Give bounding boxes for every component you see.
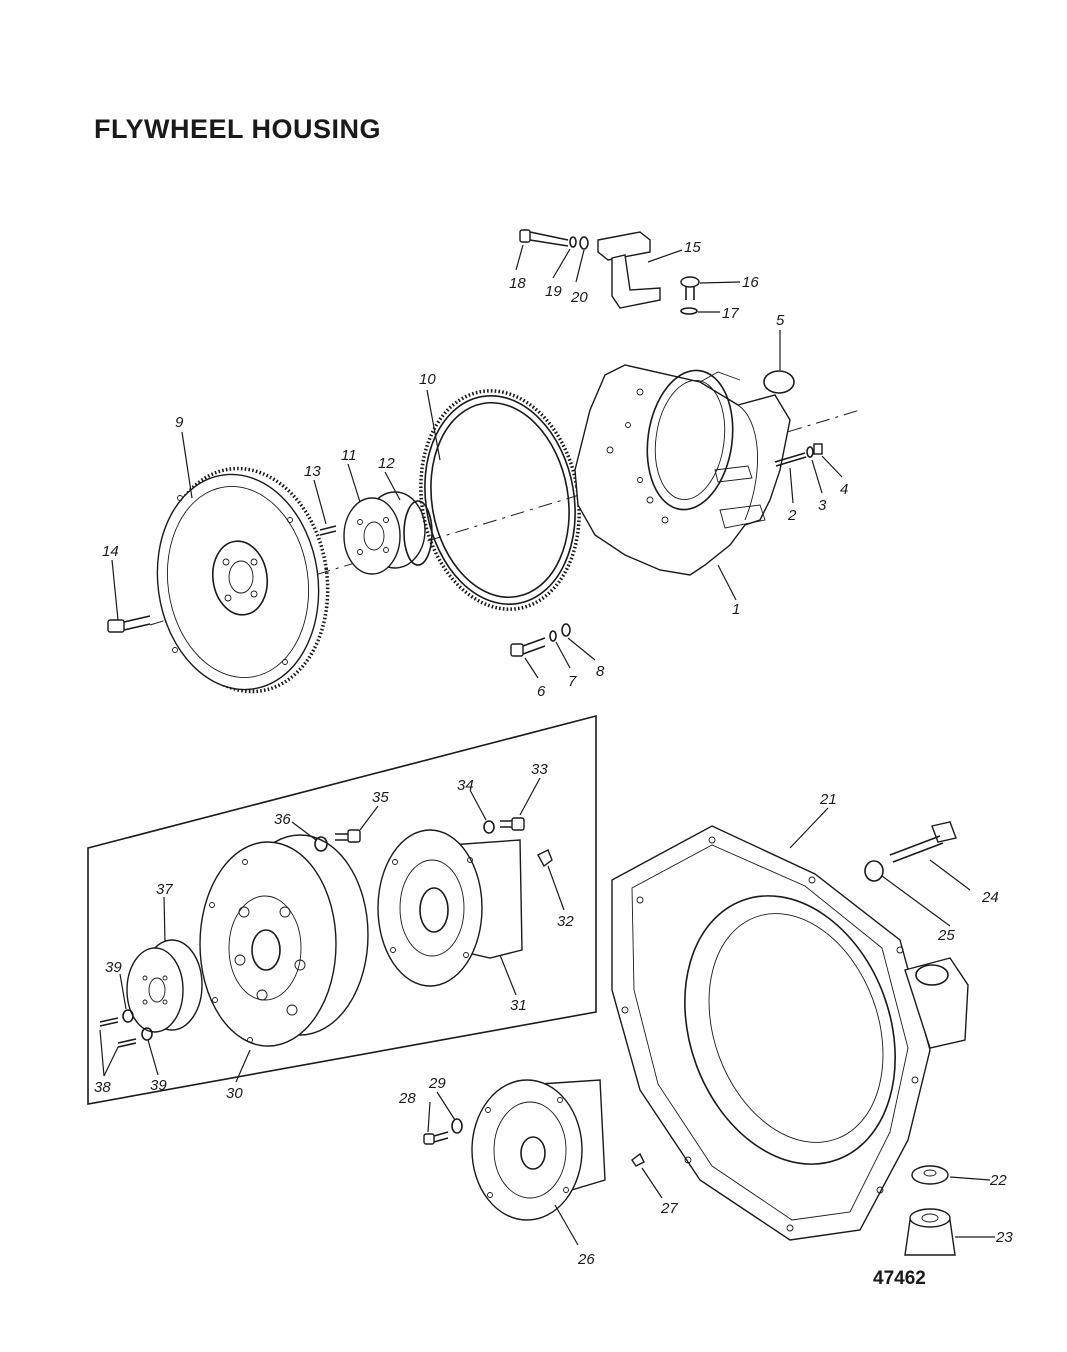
figure-number: 47462	[873, 1268, 926, 1289]
bolt-18	[519, 229, 569, 247]
washer-29	[451, 1118, 463, 1134]
callout-15: 15	[684, 239, 701, 256]
washer-25	[864, 860, 884, 882]
washer-36	[314, 836, 328, 852]
flywheel-housing-1	[574, 364, 791, 576]
callout-8: 8	[596, 663, 605, 680]
engine-mount-23	[904, 1208, 956, 1256]
callout-labels: 1 2 3 4 5 6 7 8 9 10 11 12 13 14 15 16 1…	[94, 239, 1013, 1268]
bolt-35	[335, 829, 361, 843]
callout-19: 19	[545, 283, 562, 300]
callout-24: 24	[981, 889, 999, 906]
callout-39-lower: 39	[150, 1077, 167, 1094]
bolt-24	[889, 821, 957, 863]
drive-plate-30	[199, 834, 369, 1047]
washer-39-lower	[141, 1027, 153, 1041]
flywheel	[156, 466, 330, 694]
callout-5: 5	[776, 312, 785, 329]
callout-9: 9	[175, 414, 184, 431]
washer-8	[561, 623, 571, 637]
bolt-16	[680, 276, 700, 300]
callout-33: 33	[531, 761, 548, 778]
callout-7: 7	[568, 673, 577, 690]
callout-28: 28	[398, 1090, 416, 1107]
bolt-33	[500, 817, 525, 831]
hub-37	[126, 939, 203, 1033]
callout-14: 14	[102, 543, 119, 560]
page-title: FLYWHEEL HOUSING	[94, 114, 382, 144]
callout-4: 4	[840, 481, 848, 498]
stud-2	[774, 452, 807, 467]
callout-18: 18	[509, 275, 526, 292]
washer-39-upper	[122, 1009, 134, 1023]
callout-26: 26	[577, 1251, 595, 1268]
nut-4	[813, 443, 823, 455]
callout-22: 22	[989, 1172, 1007, 1189]
callout-36: 36	[274, 811, 291, 828]
callout-39-upper: 39	[105, 959, 122, 976]
callout-20: 20	[570, 289, 588, 306]
washer-34	[483, 820, 495, 834]
callout-13: 13	[304, 463, 321, 480]
bolt-28	[423, 1131, 449, 1145]
callout-10: 10	[419, 371, 436, 388]
mounting-bracket-15	[597, 231, 661, 309]
lock-washer-7	[549, 630, 557, 642]
callout-32: 32	[557, 913, 574, 930]
washer-3	[806, 446, 814, 458]
callout-16: 16	[742, 274, 759, 291]
screw-38-upper	[99, 1017, 119, 1027]
callout-38: 38	[94, 1079, 111, 1096]
callout-12: 12	[378, 455, 395, 472]
callout-21: 21	[819, 791, 837, 808]
washer-17	[680, 307, 698, 315]
lock-washer-19	[569, 236, 577, 248]
seal-ring-5	[763, 370, 795, 394]
callout-23: 23	[995, 1229, 1013, 1246]
leader-lines	[99, 244, 995, 1246]
bolt-14	[107, 615, 151, 633]
pin-13	[319, 525, 337, 536]
callout-6: 6	[537, 683, 546, 700]
callout-11: 11	[341, 447, 357, 464]
fitting-27	[631, 1152, 645, 1167]
inset-panel	[87, 714, 597, 1105]
ring-gear-10	[419, 389, 581, 611]
callout-30: 30	[226, 1085, 243, 1102]
callout-31: 31	[510, 997, 527, 1014]
callout-2: 2	[787, 507, 797, 524]
callout-17: 17	[722, 305, 739, 322]
screw-38-lower	[117, 1038, 137, 1048]
washer-20	[579, 236, 589, 250]
adapter-hub-11	[343, 491, 426, 575]
cover-26	[471, 1079, 606, 1221]
callout-35: 35	[372, 789, 389, 806]
callout-27: 27	[660, 1200, 678, 1217]
callout-29: 29	[428, 1075, 446, 1092]
fitting-32	[537, 849, 553, 868]
washer-22	[911, 1165, 949, 1185]
callout-1: 1	[732, 601, 740, 618]
coupler-housing-31	[377, 829, 523, 987]
callout-25: 25	[937, 927, 955, 944]
callout-37: 37	[156, 881, 173, 898]
bolt-6	[510, 637, 546, 657]
callout-3: 3	[818, 497, 827, 514]
callout-34: 34	[457, 777, 474, 794]
bell-housing-21	[611, 825, 969, 1241]
